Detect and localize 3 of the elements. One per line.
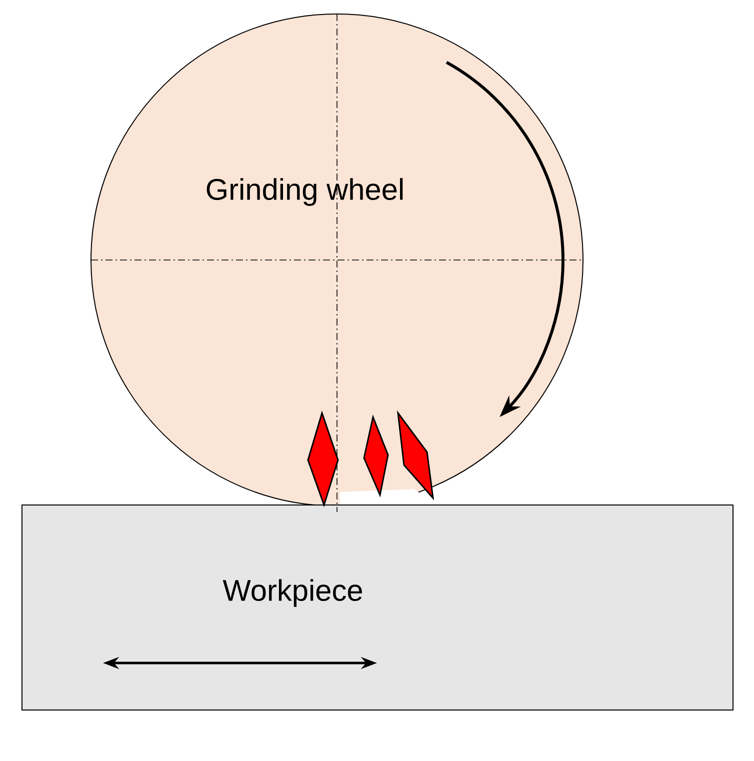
node-label: Workpiece — [222, 579, 362, 607]
node-label: Grinding wheel — [206, 178, 403, 206]
workpiece-box — [22, 504, 734, 710]
